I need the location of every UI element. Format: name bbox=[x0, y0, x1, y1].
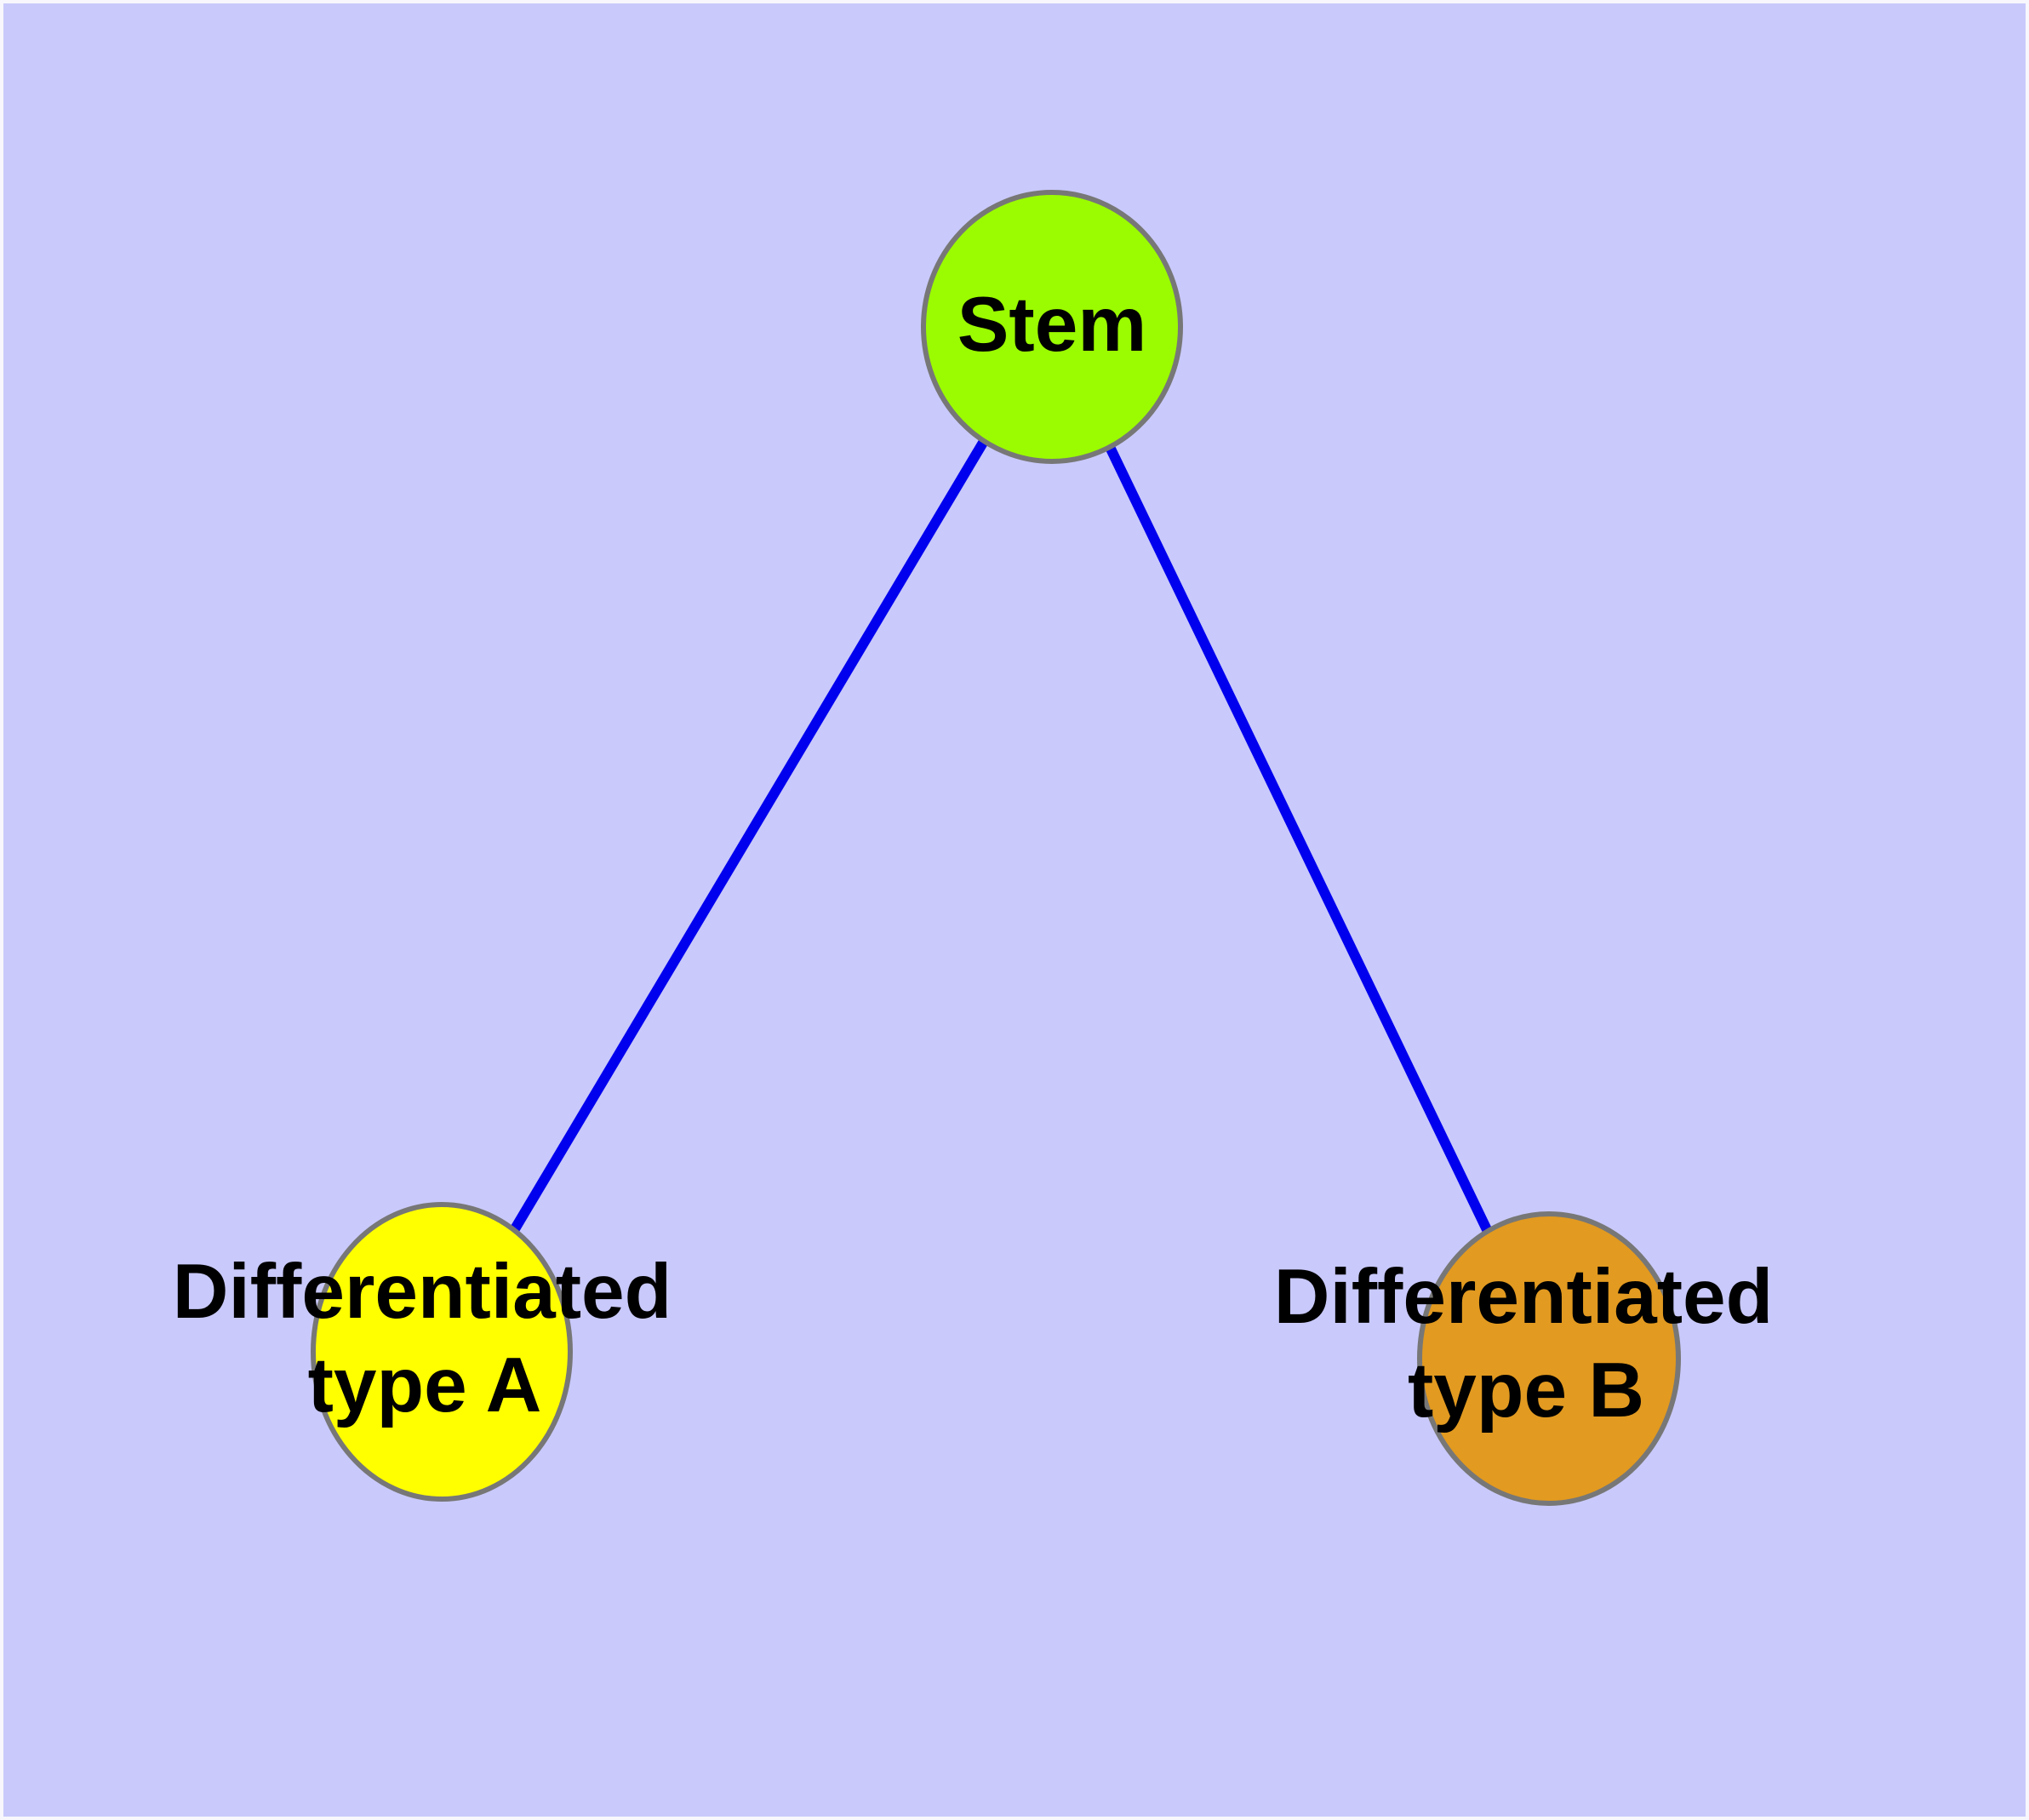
edge-stem-to-type-b bbox=[1047, 324, 1554, 1361]
type-b-node-label-line1: Differentiated bbox=[1274, 1254, 1774, 1340]
type-b-node: Differentiated type B bbox=[1274, 1211, 1774, 1506]
stem-node: Stem bbox=[921, 190, 1183, 464]
type-b-node-shape bbox=[1417, 1211, 1681, 1506]
type-a-node-label-line1: Differentiated bbox=[173, 1249, 672, 1335]
edge-stem-to-type-a bbox=[437, 323, 1057, 1355]
stem-node-shape bbox=[921, 190, 1183, 464]
stem-node-label: Stem bbox=[957, 282, 1147, 368]
type-a-node-label-line2: type A bbox=[308, 1342, 542, 1428]
type-a-node-shape bbox=[311, 1202, 573, 1502]
type-a-node: Differentiated type A bbox=[173, 1202, 672, 1502]
type-b-node-label-line2: type B bbox=[1408, 1348, 1644, 1434]
